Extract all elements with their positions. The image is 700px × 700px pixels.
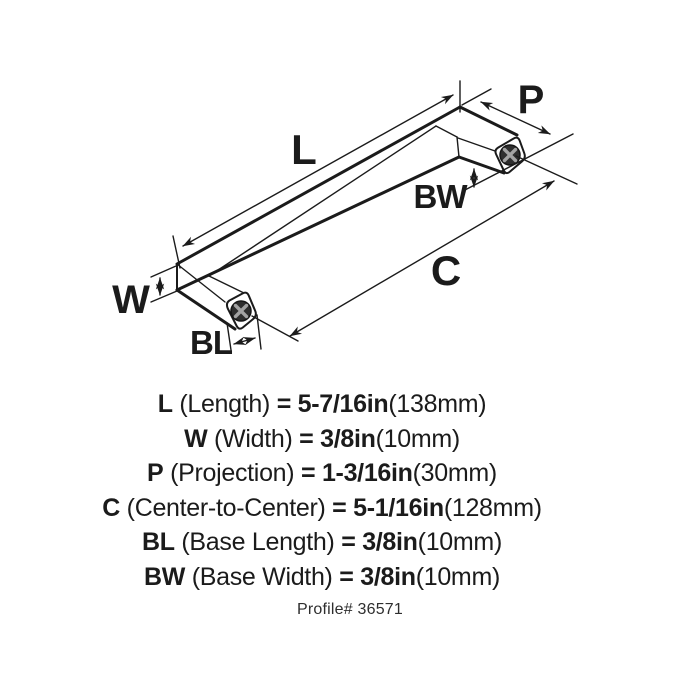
spec-label: W [184,424,208,453]
spec-list: L (Length) = 5-7/16in(138mm) W (Width) =… [0,387,644,594]
spec-value-mm: (10mm) [415,562,501,591]
dimension-width: W [112,265,178,322]
right-bend-inner-vertical [456,136,460,158]
spec-value-mm: (30mm) [412,459,498,487]
bl-extension-right [256,314,262,350]
spec-value-mm: (138mm) [388,390,487,418]
spec-equals: = [300,459,316,487]
label-w: W [112,278,150,322]
screw-hole-left-icon [230,300,252,322]
spec-row-length: L (Length) = 5-7/16in(138mm) [0,387,644,422]
right-post-front-top-edge [457,137,496,152]
spec-label: BL [142,528,175,556]
label-p: P [518,78,545,122]
label-l: L [291,126,317,173]
c-dimension-line [289,180,555,337]
spec-desc: (Base Width) [191,562,333,591]
left-post-front-top-edge [176,263,226,303]
spec-value-in: 5-1/16in [353,493,444,522]
spec-value-in: 3/8in [360,562,416,591]
spec-equals: = [332,493,347,522]
spec-equals: = [339,562,354,591]
spec-desc: (Center-to-Center) [126,493,326,522]
spec-label: BW [143,562,186,591]
label-bw: BW [414,178,469,215]
spec-row-base-length: BL (Base Length) = 3/8in(10mm) [0,525,644,560]
spec-label: P [147,459,164,487]
spec-equals: = [341,528,356,556]
spec-value-mm: (10mm) [375,424,461,453]
spec-value-in: 3/8in [362,528,418,556]
dimension-base-length: BL [190,314,262,361]
w-extension-bottom [150,290,178,303]
bar-front-bottom-edge [175,155,461,292]
dimension-base-width: BW [414,168,479,215]
spec-row-projection: P (Projection) = 1-3/16in(30mm) [0,456,644,491]
p-dimension-line [480,101,551,135]
bar-inner-edge [208,125,437,277]
l-dimension-line [182,94,454,247]
spec-equals: = [276,390,292,418]
spec-desc: (Projection) [170,459,295,487]
spec-label: C [102,493,121,522]
spec-value-in: 3/8in [320,424,376,453]
c-extension-left [251,315,299,342]
spec-row-base-width: BW (Base Width) = 3/8in(10mm) [0,560,644,595]
right-bend-inner-top-edge [435,125,458,138]
spec-desc: (Width) [214,424,293,453]
l-extension-left [172,235,181,269]
right-post-front-bottom-edge [457,155,506,175]
label-bl: BL [190,324,233,361]
c-extension-right [515,155,578,185]
dimension-length: L [172,80,461,269]
spec-value-in: 5-7/16in [297,390,389,418]
p-extension-rear [461,88,492,106]
screw-hole-right-icon [499,144,521,166]
spec-row-width: W (Width) = 3/8in(10mm) [0,422,644,457]
bl-arrow [233,336,256,346]
handle-body [175,105,526,331]
spec-desc: (Base Length) [181,528,335,556]
dimension-projection: P [461,78,551,135]
spec-equals: = [299,424,314,453]
spec-value-mm: (10mm) [417,528,503,556]
label-c: C [431,247,461,294]
bl-extension-left [226,322,232,351]
right-post-rear-top-edge [458,105,519,137]
spec-value-in: 1-3/16in [321,459,413,487]
profile-number: Profile# 36571 [297,601,403,618]
dimension-center-to-center: C [251,155,578,342]
left-post-front-bottom-edge [175,288,237,331]
w-extension-top [150,265,177,278]
spec-desc: (Length) [179,390,271,418]
spec-row-center-to-center: C (Center-to-Center) = 5-1/16in(128mm) [0,491,644,526]
left-post-rear-top-edge [208,275,247,295]
spec-value-mm: (128mm) [443,493,542,522]
spec-label: L [157,390,173,418]
